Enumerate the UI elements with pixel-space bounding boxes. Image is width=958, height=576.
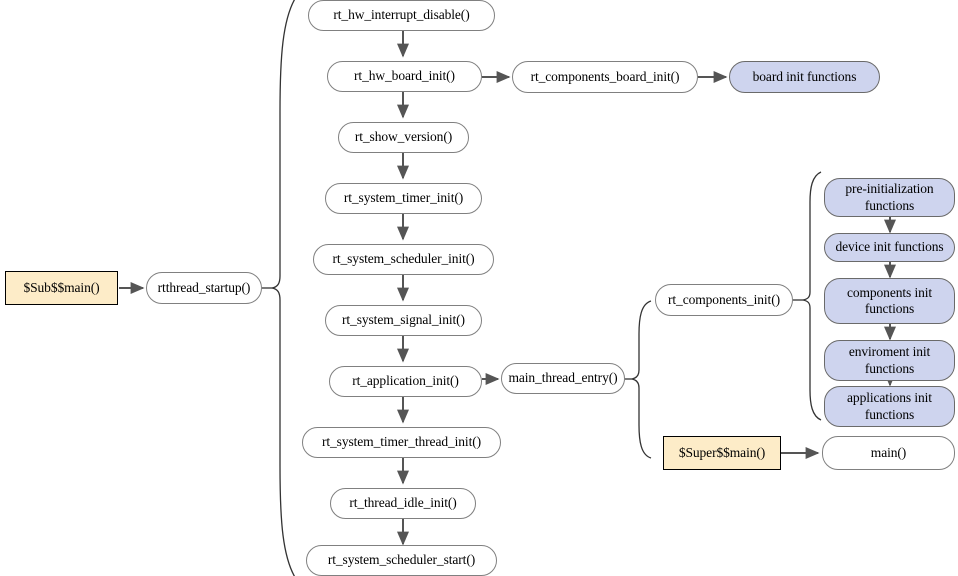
node-rt-show-version[interactable]: rt_show_version()	[338, 122, 469, 153]
node-rt-hw-board-init[interactable]: rt_hw_board_init()	[327, 61, 482, 92]
node-board-init-functions[interactable]: board init functions	[729, 61, 880, 93]
node-rt-system-signal-init[interactable]: rt_system_signal_init()	[325, 305, 482, 336]
node-components-init-functions[interactable]: components init functions	[824, 278, 955, 324]
node-enviroment-init-functions[interactable]: enviroment init functions	[824, 340, 955, 381]
node-rt-system-timer-thread-init[interactable]: rt_system_timer_thread_init()	[302, 427, 501, 458]
brace-components-init	[793, 171, 822, 421]
node-rt-system-scheduler-init[interactable]: rt_system_scheduler_init()	[313, 244, 494, 275]
node-super-main[interactable]: $Super$$main()	[663, 436, 781, 470]
node-rt-thread-idle-init[interactable]: rt_thread_idle_init()	[330, 488, 476, 519]
node-applications-init-functions[interactable]: applications init functions	[824, 386, 955, 427]
brace-startup-sequence	[262, 0, 296, 576]
node-rt-system-scheduler-start[interactable]: rt_system_scheduler_start()	[306, 545, 497, 576]
node-rt-components-init[interactable]: rt_components_init()	[655, 284, 793, 316]
node-rt-system-timer-init[interactable]: rt_system_timer_init()	[325, 183, 482, 214]
node-pre-initialization-functions[interactable]: pre-initialization functions	[824, 178, 955, 217]
node-rt-hw-interrupt-disable[interactable]: rt_hw_interrupt_disable()	[308, 0, 495, 31]
node-rtthread-startup[interactable]: rtthread_startup()	[146, 272, 262, 304]
node-rt-application-init[interactable]: rt_application_init()	[329, 366, 482, 397]
node-rt-components-board-init[interactable]: rt_components_board_init()	[512, 61, 698, 93]
node-device-init-functions[interactable]: device init functions	[824, 233, 955, 262]
brace-main-thread-entry	[625, 300, 652, 459]
node-main[interactable]: main()	[822, 436, 955, 470]
node-sub-main[interactable]: $Sub$$main()	[5, 271, 118, 305]
node-main-thread-entry[interactable]: main_thread_entry()	[501, 363, 625, 394]
